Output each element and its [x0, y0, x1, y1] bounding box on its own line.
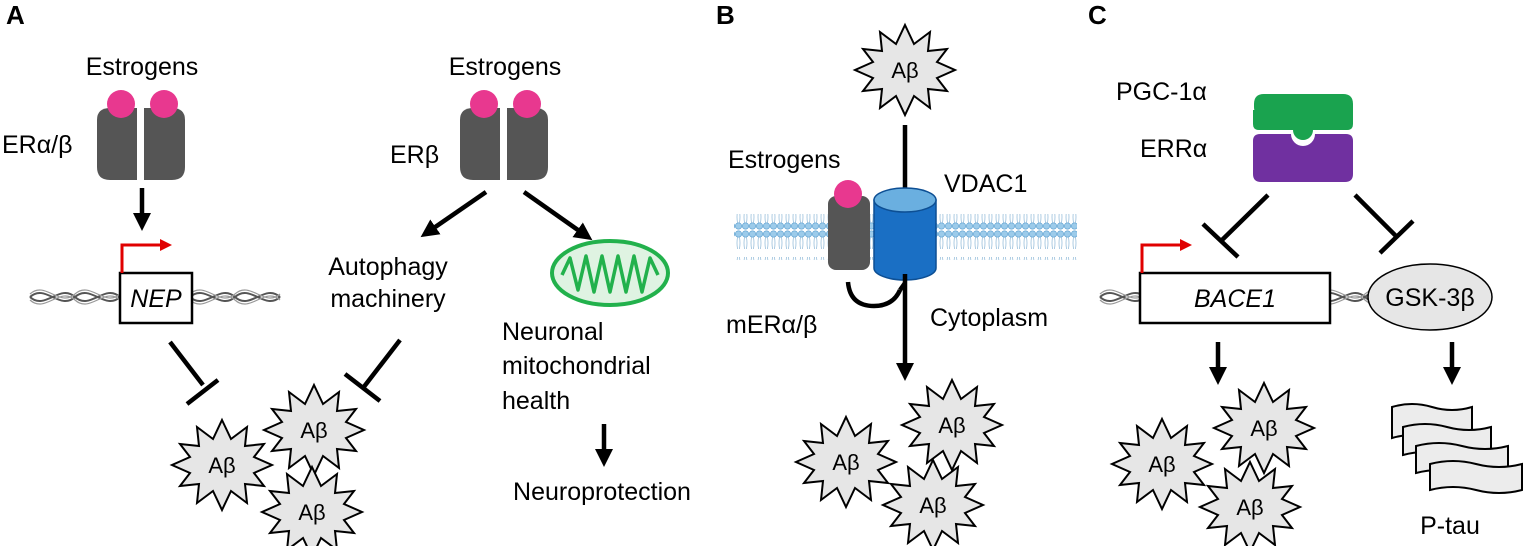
inhibition-bar: [898, 281, 907, 292]
pgc1a-erra-complex-icon: [1253, 94, 1353, 182]
receptor-label-right: ERβ: [390, 141, 439, 169]
amyloid-beta-star-icon: Aβ: [1199, 461, 1301, 546]
arrow-to-mitochondria: [522, 190, 593, 241]
arrow-to-autophagy: [420, 190, 488, 238]
amyloid-beta-star-icon: Aβ: [882, 459, 984, 546]
amyloid-beta-star-icon: Aβ: [1213, 382, 1315, 474]
svg-text:Aβ: Aβ: [300, 418, 327, 443]
tau-tangle-icon: [1391, 403, 1523, 494]
inhibition-curve: [845, 281, 903, 309]
amyloid-beta-star-icon: Aβ: [795, 416, 897, 508]
receptor-label-left: ERα/β: [2, 131, 73, 159]
svg-text:Aβ: Aβ: [832, 450, 859, 475]
amyloid-beta-star-icon: Aβ: [171, 419, 273, 511]
promoter-arrow-icon: [120, 239, 172, 273]
estrogens-label-left: Estrogens: [86, 53, 199, 81]
inhibition-line: [343, 338, 402, 403]
gene-box-nep: [118, 271, 194, 325]
panel-label-b: B: [716, 0, 735, 30]
inhibition-line: [1353, 193, 1415, 255]
amyloid-beta-star-icon: Aβ: [901, 379, 1003, 471]
panel-label-a: A: [6, 0, 25, 30]
panel-label-c: C: [1088, 0, 1107, 30]
promoter-arrow-icon: [1140, 239, 1192, 273]
amyloid-beta-star-icon: Aβ: [854, 24, 956, 116]
svg-text:Aβ: Aβ: [919, 493, 946, 518]
estrogens-label: Estrogens: [728, 146, 841, 174]
amyloid-beta-star-icon: Aβ: [261, 466, 363, 546]
amyloid-beta-star-icon: Aβ: [263, 384, 365, 476]
gsk3b-ellipse: [1367, 263, 1493, 331]
coactivator-label: PGC-1α: [1116, 78, 1207, 106]
inhibition-line: [168, 340, 220, 406]
kinase-label: GSK-3β: [1385, 284, 1474, 312]
membrane-estrogen-receptor: [828, 180, 870, 270]
svg-text:Aβ: Aβ: [1250, 416, 1277, 441]
nuclear-receptor-label: ERRα: [1140, 135, 1207, 163]
estrogen-receptor-left: [97, 90, 185, 180]
svg-text:Aβ: Aβ: [938, 413, 965, 438]
ligand-dot: [513, 90, 541, 118]
neuronal-label-line1: Neuronal: [502, 318, 603, 346]
receptor-label: mERα/β: [726, 311, 817, 339]
svg-text:Aβ: Aβ: [208, 453, 235, 478]
estrogen-receptor-right: [460, 90, 548, 180]
autophagy-label-line2: machinery: [330, 285, 446, 313]
neuronal-label-line3: health: [502, 387, 570, 415]
svg-text:Aβ: Aβ: [298, 500, 325, 525]
svg-text:Aβ: Aβ: [1236, 495, 1263, 520]
cytoplasm-label: Cytoplasm: [930, 304, 1048, 332]
channel-label: VDAC1: [944, 170, 1027, 198]
ptau-label: P-tau: [1420, 512, 1480, 540]
svg-text:Aβ: Aβ: [1148, 452, 1175, 477]
autophagy-label-line1: Autophagy: [328, 253, 448, 281]
gene-box-bace1: [1138, 271, 1332, 325]
gene-label-bace1: BACE1: [1194, 285, 1276, 313]
estrogens-label-right: Estrogens: [449, 53, 562, 81]
svg-text:Aβ: Aβ: [891, 58, 918, 83]
neuroprotection-label: Neuroprotection: [513, 478, 691, 506]
vdac1-channel-icon: [873, 187, 937, 281]
inhibition-line: [1201, 193, 1270, 259]
ligand-dot: [107, 90, 135, 118]
mitochondrion-icon: [550, 239, 670, 307]
gene-label-nep: NEP: [130, 285, 182, 313]
ligand-dot: [834, 180, 862, 208]
ligand-dot: [150, 90, 178, 118]
amyloid-beta-star-icon: Aβ: [1111, 418, 1213, 510]
neuronal-label-line2: mitochondrial: [502, 352, 651, 380]
ligand-dot: [470, 90, 498, 118]
